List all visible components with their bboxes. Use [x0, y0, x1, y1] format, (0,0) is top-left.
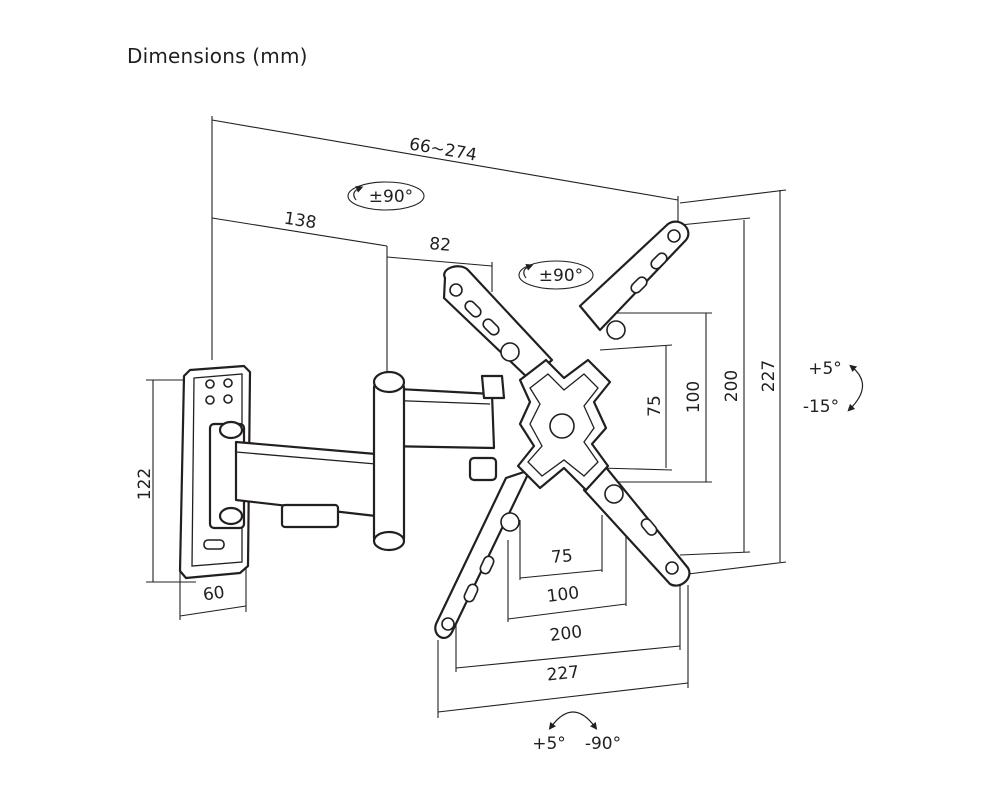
dim-vesa-v-200: 200	[722, 370, 742, 402]
dimension-lines	[146, 116, 787, 718]
swivel-wall-ellipse	[347, 181, 425, 211]
dim-vesa-h-100: 100	[546, 583, 581, 607]
rot-swivel-head: ±90°	[539, 266, 583, 286]
dim-arm-segment-2: 82	[428, 234, 451, 256]
rot-swivel-wall: ±90°	[369, 187, 413, 207]
dim-vesa-v-227: 227	[759, 360, 779, 392]
dim-arm-extension: 66~274	[408, 134, 479, 165]
dim-vesa-v-100: 100	[684, 381, 704, 413]
dim-vesa-h-227: 227	[546, 662, 580, 685]
rot-tilt-down: -15°	[803, 397, 839, 417]
dim-vesa-h-200: 200	[549, 622, 584, 646]
vesa-plate	[434, 220, 691, 639]
swivel-head-ellipse	[518, 260, 594, 290]
mount-arms	[234, 370, 506, 552]
dim-plate-height: 122	[135, 468, 155, 500]
dim-plate-width: 60	[202, 583, 226, 606]
rot-minus: -90°	[585, 734, 621, 754]
dim-vesa-v-75: 75	[645, 395, 665, 417]
rotation-indicators: ±90° ±90° +5° -15° +5° -90°	[347, 181, 864, 754]
rot-tilt-up: +5°	[808, 359, 842, 379]
rot-plus: +5°	[532, 734, 566, 754]
dim-vesa-h-75: 75	[550, 546, 573, 568]
diagram-title: Dimensions (mm)	[127, 44, 308, 68]
